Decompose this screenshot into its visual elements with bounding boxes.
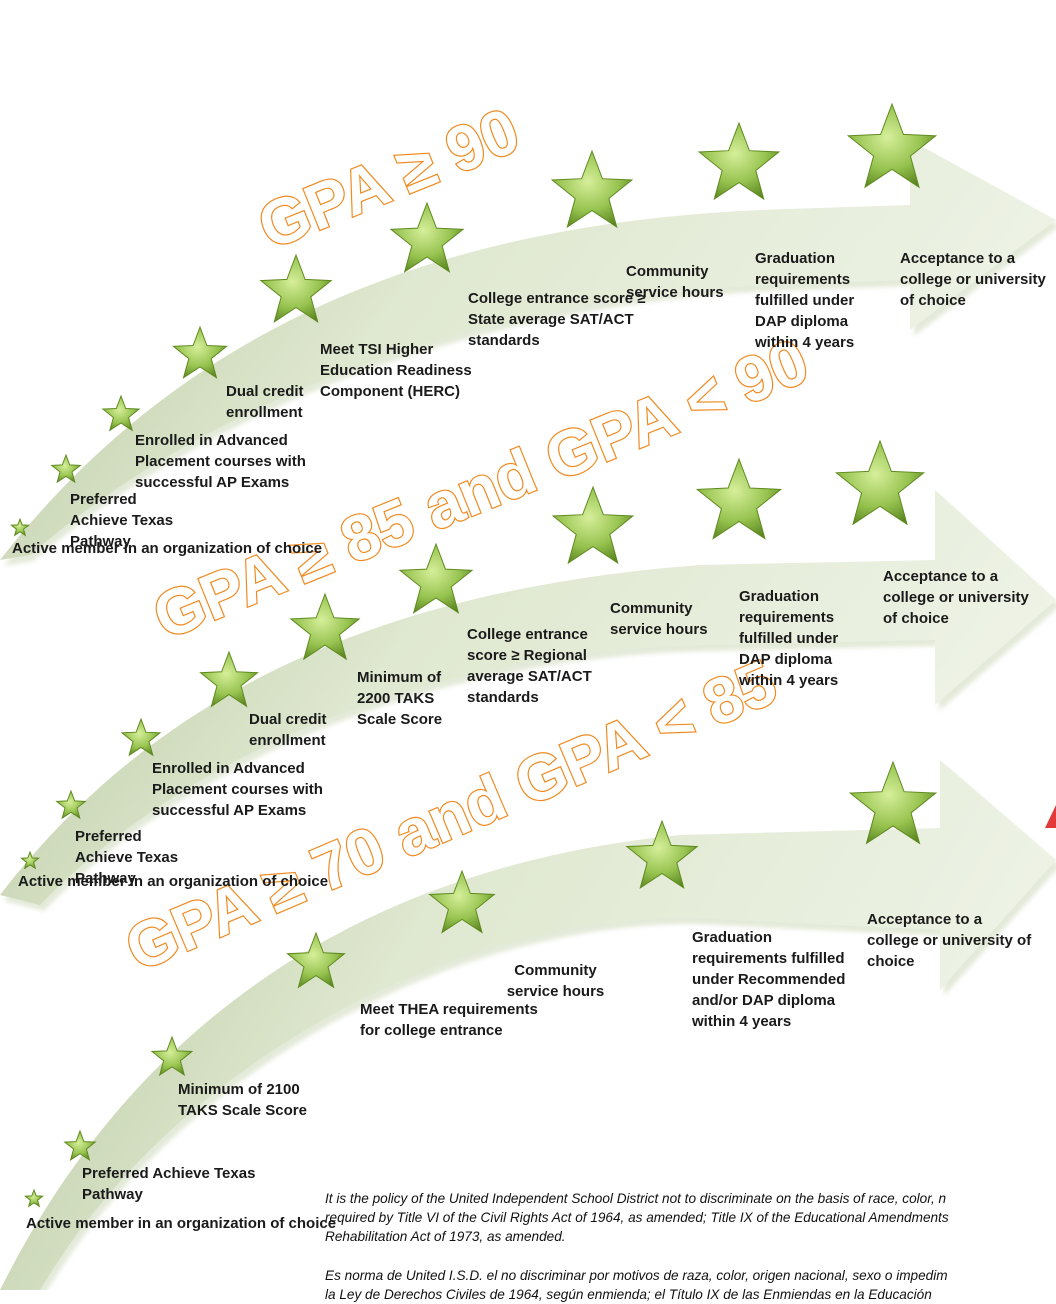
star-icon [120,717,162,757]
tier-1-milestone-label: Active member in an organization of choi… [12,540,323,557]
tier-1-milestone-label: Acceptance to a college or university of… [900,250,1046,309]
tier-1-milestone-label: Meet TSI Higher Education Readiness Comp… [320,341,472,400]
tier-1-milestone-label: Dual credit enrollment [226,383,304,421]
tier-2-milestone-label: Community service hours [610,600,708,638]
star-icon [259,253,333,324]
star-icon [398,542,474,614]
star-icon [10,517,30,537]
policy-line: required by Title VI of the Civil Rights… [325,1210,949,1225]
tier-3-milestone-label: Acceptance to a college or university of… [867,911,1032,970]
tier-2-milestone-label: Enrolled in Advanced Placement courses w… [152,760,323,819]
tier-1-milestone-label: College entrance score ≥ State average S… [468,290,646,349]
star-icon [695,457,783,540]
tier-2-milestone-label: Minimum of 2200 TAKS Scale Score [357,669,443,728]
milestone-stars [10,102,938,1208]
star-icon [172,325,228,379]
star-icon [55,789,87,820]
tier-3-milestone-label: Minimum of 2100 TAKS Scale Score [178,1081,307,1119]
star-icon [848,760,938,845]
nondiscrimination-notice-en: It is the policy of the United Independe… [325,1189,1056,1246]
tier-3-milestone-label: Meet THEA requirements for college entra… [360,1001,538,1039]
star-icon [286,931,346,989]
star-icon [834,439,926,526]
star-icon [289,592,361,661]
tier-2-milestone-label: Acceptance to a college or university of… [883,568,1029,627]
tier-2-milestone-label: Graduation requirements fulfilled under … [739,588,839,689]
tier-3-arrow [0,760,1056,1290]
star-icon [20,850,40,870]
tier-1-milestone-label: Preferred Achieve Texas Pathway [70,491,174,550]
tier-2-arrow [0,490,1056,911]
tier-1-arrow [0,140,1056,566]
star-icon [551,485,635,565]
star-icon [428,869,496,934]
policy-line: Es norma de United I.S.D. el no discrimi… [325,1268,948,1283]
tier-1-milestone-label: Enrolled in Advanced Placement courses w… [135,432,306,491]
star-icon [150,1035,194,1077]
tier-1-milestone-label: Graduation requirements fulfilled under … [755,250,855,351]
tier-1-heading: GPA ≥ 90 [248,94,528,263]
tier-3-milestone-label: Graduation requirements fulfilled under … [692,929,846,1030]
star-icon [697,121,781,201]
tier-2-milestone-label: Active member in an organization of choi… [18,873,329,890]
star-icon [550,149,634,229]
policy-line: Rehabilitation Act of 1973, as amended. [325,1229,566,1244]
star-icon [101,394,141,432]
tier-2-milestone-label: College entrance score ≥ Regional averag… [467,626,592,706]
star-icon [199,650,259,708]
tier-2-milestone-label: Preferred Achieve Texas Pathway [75,828,179,887]
star-icon [846,102,938,189]
policy-line: la Ley de Derechos Civiles de 1964, segú… [325,1287,932,1302]
tier-2-milestone-label: Dual credit enrollment [249,711,327,749]
nondiscrimination-notice-es: Es norma de United I.S.D. el no discrimi… [325,1266,1056,1304]
warning-triangle-icon [1045,805,1056,828]
tier-1-milestone-label: Community service hours [626,263,724,301]
star-icon [50,453,82,484]
star-icon [625,819,699,890]
policy-line: It is the policy of the United Independe… [325,1191,947,1206]
tier-3-milestone-label: Preferred Achieve Texas Pathway [82,1165,256,1203]
tier-3-milestone-label: Active member in an organization of choi… [26,1215,337,1232]
star-icon [24,1188,44,1208]
star-icon [389,201,465,273]
star-icon [63,1129,97,1162]
tier-3-milestone-label: Community service hours [506,962,605,1000]
